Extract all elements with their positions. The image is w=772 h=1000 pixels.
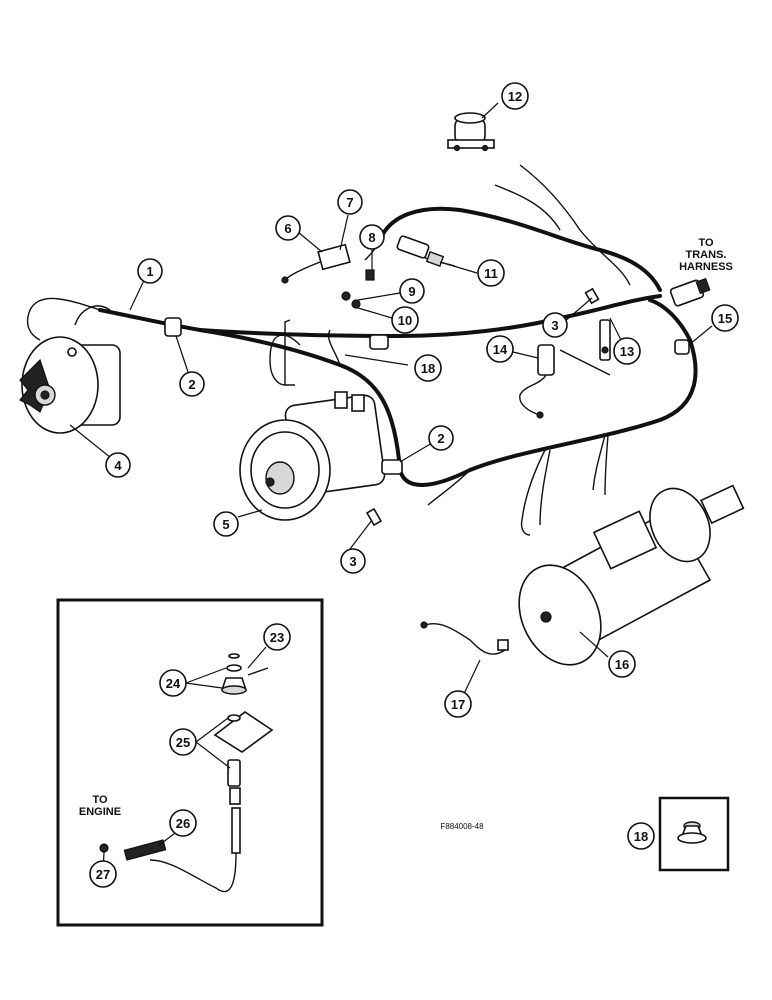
svg-text:27: 27 [96,867,110,882]
callout-16: 16 [608,650,636,678]
svg-text:12: 12 [508,89,522,104]
callout-3-lower: 3 [340,548,366,574]
branch-wires [427,434,609,536]
callout-6: 6 [275,215,301,241]
callout-8: 8 [359,224,385,250]
svg-text:7: 7 [346,195,353,210]
svg-text:23: 23 [270,630,284,645]
callout-12: 12 [501,82,529,110]
ground-wire [420,621,509,655]
callout-2-lower: 2 [428,425,454,451]
svg-text:3: 3 [349,554,356,569]
trans-connector [669,277,711,307]
callout-24: 24 [159,669,187,697]
connector-bracket [281,243,351,386]
callout-3-right: 3 [542,312,568,338]
ground-switch [519,319,611,419]
svg-text:11: 11 [484,266,498,281]
callout-23: 23 [263,623,291,651]
svg-text:TRANS.: TRANS. [686,249,727,261]
svg-text:6: 6 [284,221,291,236]
callout-11: 11 [477,259,505,287]
alternator [19,336,121,434]
callout-13: 13 [613,337,641,365]
sender-switch [396,235,445,267]
svg-text:13: 13 [620,344,634,359]
svg-text:TO: TO [92,794,108,806]
svg-text:2: 2 [437,431,444,446]
callout-17: 17 [444,690,472,718]
svg-text:16: 16 [615,657,629,672]
svg-text:10: 10 [398,313,412,328]
svg-text:18: 18 [634,829,648,844]
callout-18-main: 18 [414,354,442,382]
callout-15: 15 [711,304,739,332]
callout-10: 10 [391,306,419,334]
svg-text:1: 1 [146,264,153,279]
svg-text:17: 17 [451,697,465,712]
callout-9: 9 [399,278,425,304]
svg-text:15: 15 [718,311,732,326]
bolts [341,269,600,527]
callout-26: 26 [169,809,197,837]
callout-4: 4 [105,452,131,478]
callout-2-upper: 2 [179,371,205,397]
svg-text:ENGINE: ENGINE [79,806,121,818]
svg-text:9: 9 [408,284,415,299]
callout-5: 5 [213,511,239,537]
callout-1: 1 [137,258,163,284]
svg-text:2: 2 [188,377,195,392]
starter-motor [518,484,745,666]
harness-clamps [164,317,690,475]
figure-code: F884008-48 [440,822,484,831]
svg-text:4: 4 [114,458,122,473]
leader-lines [69,102,713,873]
relay [447,112,495,152]
svg-text:26: 26 [176,816,190,831]
callout-27: 27 [89,860,117,888]
svg-text:8: 8 [368,230,375,245]
upper-harness [364,164,662,292]
svg-text:TO: TO [698,237,714,249]
detail-inset [56,598,324,927]
callout-14: 14 [486,335,514,363]
svg-text:14: 14 [493,342,508,357]
ac-compressor [239,391,386,521]
svg-text:HARNESS: HARNESS [679,261,733,273]
svg-text:18: 18 [421,361,435,376]
svg-text:25: 25 [176,735,190,750]
svg-text:3: 3 [551,318,558,333]
callout-18-inset: 18 [627,822,655,850]
grommet-inset [658,796,730,872]
svg-text:5: 5 [222,517,229,532]
engine-label: TO ENGINE [79,794,121,818]
callout-7: 7 [337,189,363,215]
trans-harness-label: TO TRANS. HARNESS [679,237,733,273]
callout-25: 25 [169,728,197,756]
svg-text:24: 24 [166,676,181,691]
